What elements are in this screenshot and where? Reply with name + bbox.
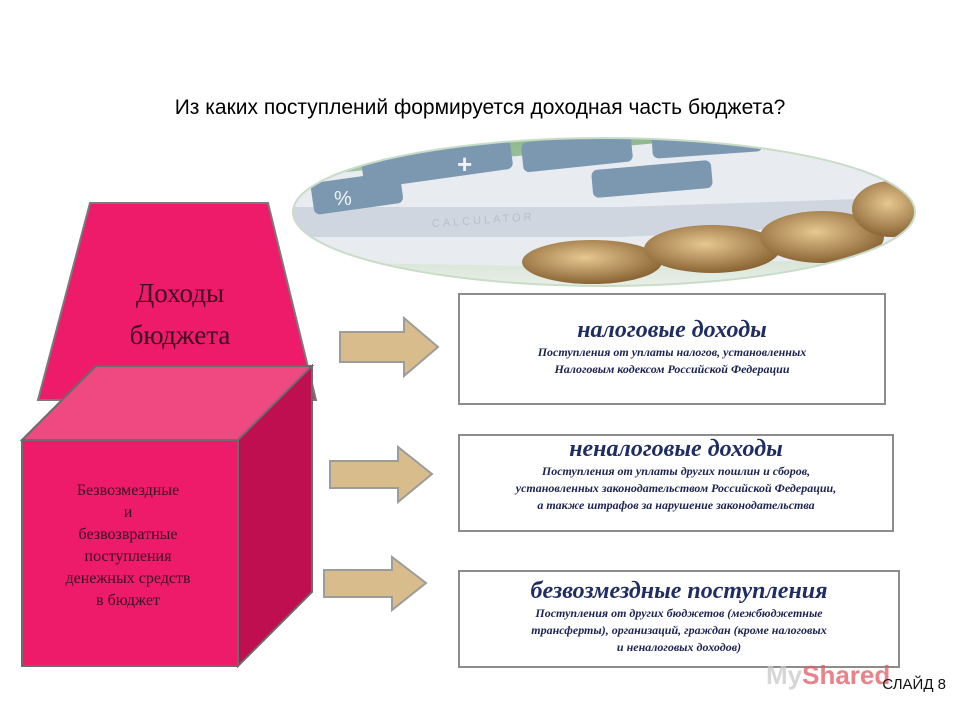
free-receipts-desc-2: трансферты), организаций, граждан (кроме… bbox=[531, 623, 827, 637]
slide-number: СЛАЙД 8 bbox=[882, 676, 946, 693]
budget-income-trapezoid bbox=[36, 202, 318, 401]
nontax-income-heading: неналоговые доходы bbox=[569, 436, 783, 462]
free-receipts-desc-3: и неналоговых доходов) bbox=[616, 640, 742, 654]
tax-income-heading: налоговые доходы bbox=[577, 317, 767, 343]
nontax-income-desc-1: Поступления от уплаты других пошлин и сб… bbox=[541, 464, 811, 478]
free-line-3: безвозвратные bbox=[78, 526, 178, 543]
percent-key-label: % bbox=[334, 188, 352, 210]
watermark-text-a: My bbox=[766, 660, 803, 690]
budget-income-label: Доходы бюджета bbox=[90, 272, 270, 356]
arrow-1 bbox=[339, 315, 440, 379]
free-line-2: и bbox=[123, 504, 133, 521]
free-line-6: в бюджет bbox=[96, 592, 160, 609]
budget-income-line-1: Доходы bbox=[135, 278, 225, 308]
tax-income-desc-2: Налоговым кодексом Российской Федерации bbox=[554, 362, 790, 376]
free-receipts-desc-1: Поступления от других бюджетов (межбюдже… bbox=[535, 606, 823, 620]
free-receipts-box: безвозмездные поступления Поступления от… bbox=[458, 570, 900, 668]
free-line-4: поступления bbox=[84, 548, 172, 565]
tax-income-box: налоговые доходы Поступления от уплаты н… bbox=[458, 293, 886, 405]
nontax-income-box: неналоговые доходы Поступления от уплаты… bbox=[458, 434, 894, 532]
watermark-logo: MyShared bbox=[766, 660, 890, 691]
budget-income-line-2: бюджета bbox=[129, 320, 231, 350]
free-line-1: Безвозмездные bbox=[76, 482, 180, 499]
arrow-3 bbox=[323, 554, 428, 613]
calculator-photo: + % CALCULATOR bbox=[292, 137, 916, 287]
cube-front bbox=[21, 439, 239, 667]
nontax-income-desc-3: а также штрафов за нарушение законодател… bbox=[537, 498, 815, 512]
free-line-5: денежных средств bbox=[65, 570, 191, 587]
plus-key-label: + bbox=[457, 149, 472, 179]
page-title: Из каких поступлений формируется доходна… bbox=[174, 96, 786, 119]
watermark-text-b: Shared bbox=[802, 660, 891, 690]
arrow-2 bbox=[329, 444, 434, 505]
tax-income-desc-1: Поступления от уплаты налогов, установле… bbox=[537, 345, 807, 359]
free-receipts-heading: безвозмездные поступления bbox=[530, 578, 828, 604]
nontax-income-desc-2: установленных законодательством Российск… bbox=[515, 481, 837, 495]
free-receipts-label: Безвозмездные и безвозвратные поступлени… bbox=[38, 480, 218, 612]
